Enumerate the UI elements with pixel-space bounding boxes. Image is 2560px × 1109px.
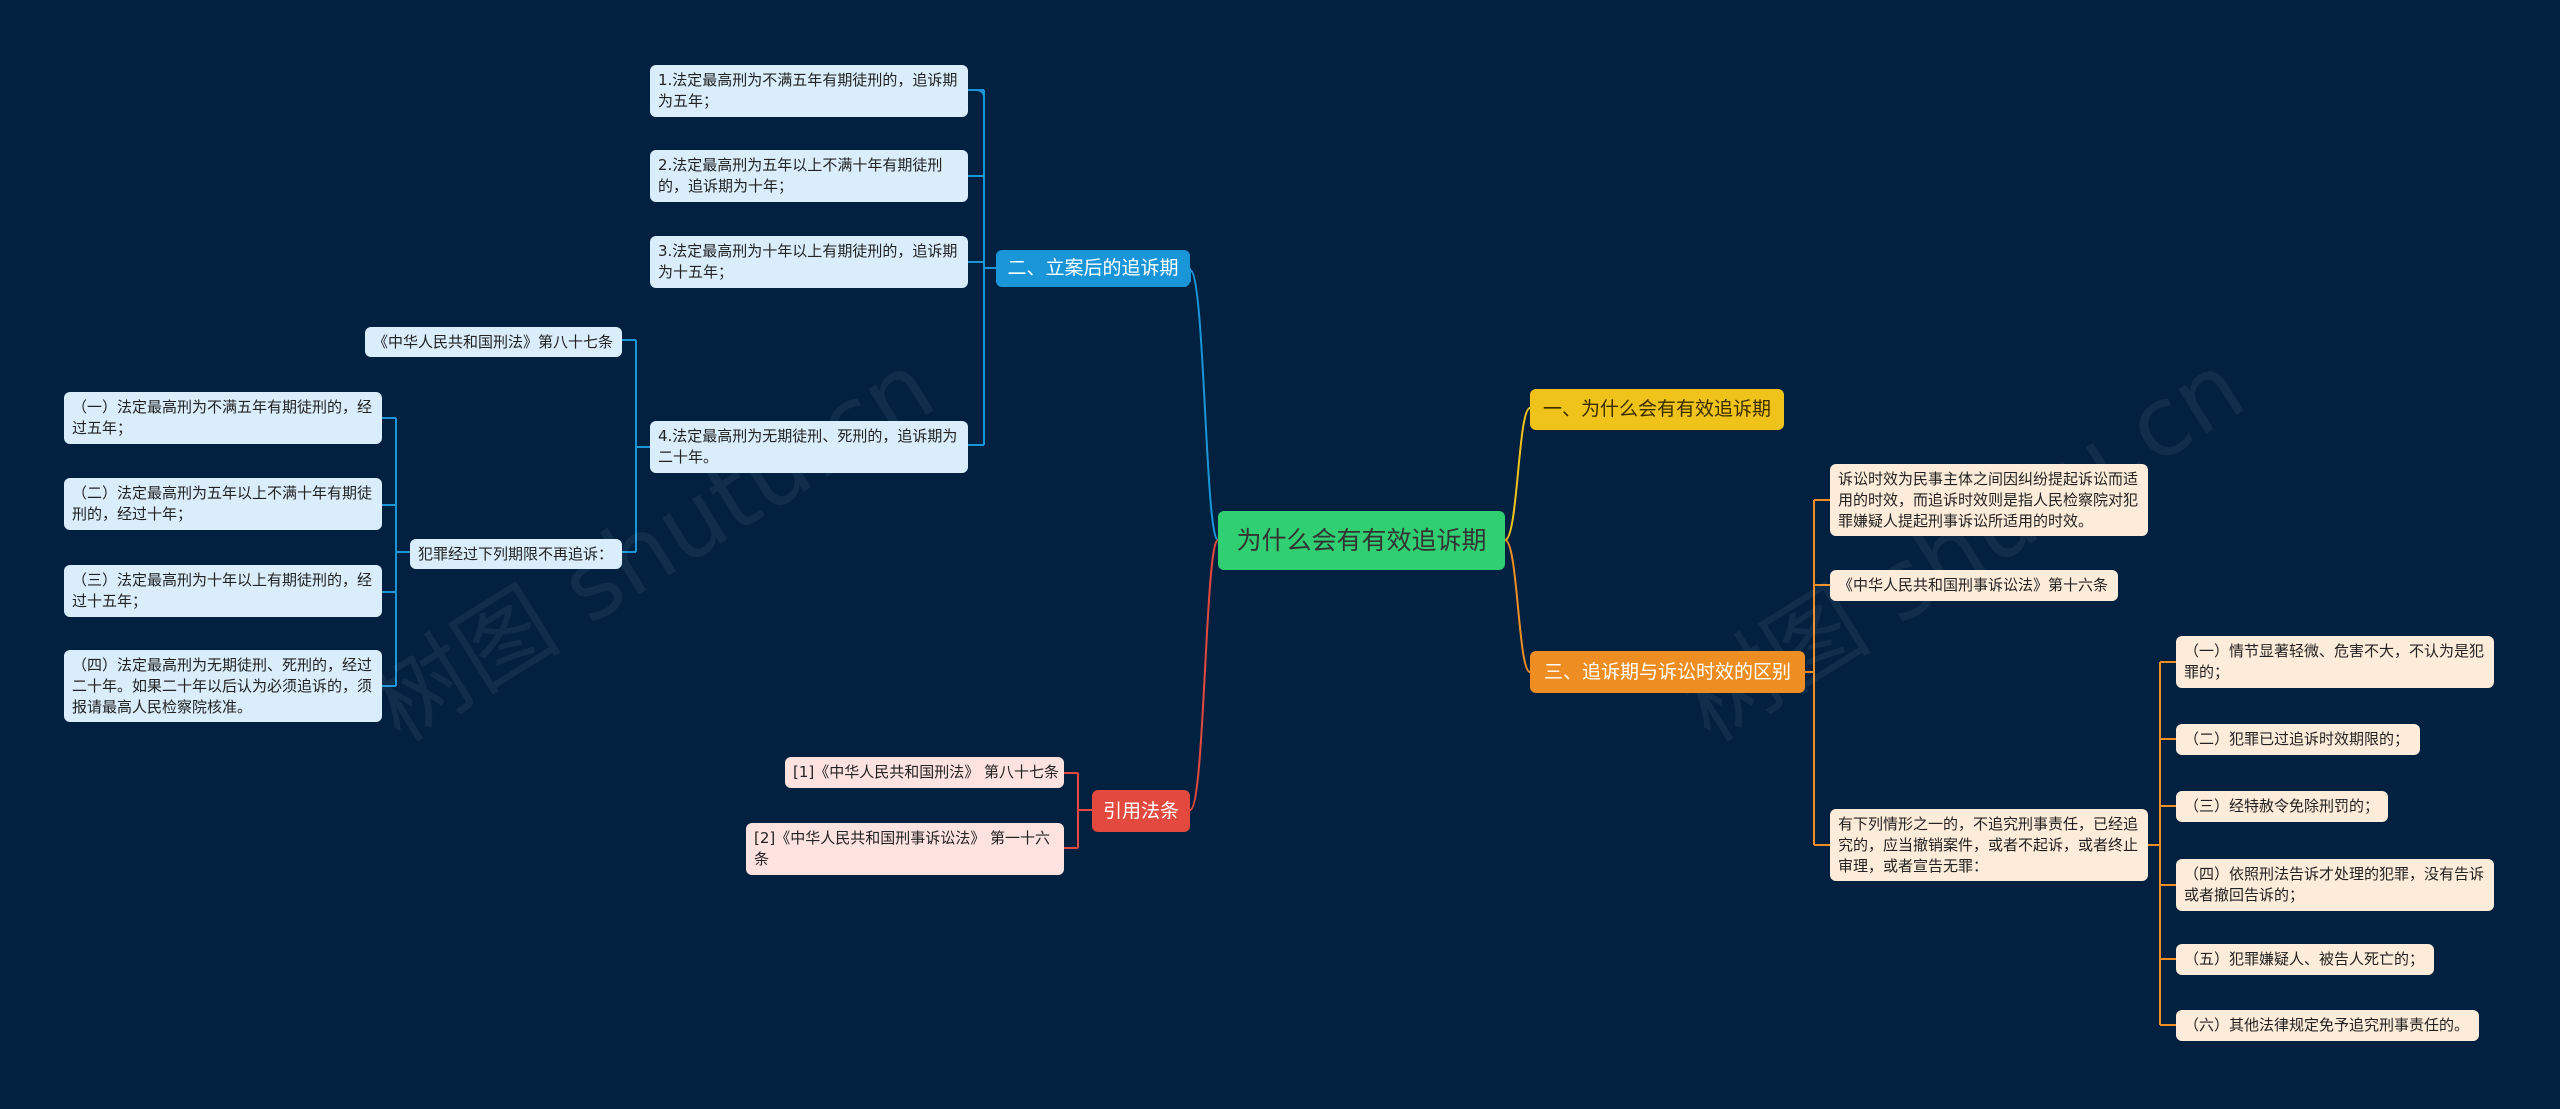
condition-item[interactable]: （五）犯罪嫌疑人、被告人死亡的； [2176, 944, 2434, 975]
condition-item[interactable]: （三）经特赦令免除刑罚的； [2176, 791, 2388, 822]
limit-item[interactable]: （三）法定最高刑为十年以上有期徒刑的，经过十五年； [64, 565, 382, 617]
condition-item[interactable]: （六）其他法律规定免予追究刑事责任的。 [2176, 1010, 2479, 1041]
limit-item[interactable]: （二）法定最高刑为五年以上不满十年有期徒刑的，经过十年； [64, 478, 382, 530]
right-law[interactable]: 《中华人民共和国刑事诉讼法》第十六条 [1830, 570, 2118, 601]
left-item[interactable]: 4.法定最高刑为无期徒刑、死刑的，追诉期为二十年。 [650, 421, 968, 473]
right-condition[interactable]: 有下列情形之一的，不追究刑事责任，已经追究的，应当撤销案件，或者不起诉，或者终止… [1830, 809, 2148, 881]
crime-limit[interactable]: 犯罪经过下列期限不再追诉： [410, 539, 622, 569]
condition-item[interactable]: （二）犯罪已过追诉时效期限的； [2176, 724, 2420, 755]
reference-item[interactable]: [2]《中华人民共和国刑事诉讼法》 第一十六条 [746, 823, 1064, 875]
left-item[interactable]: 1.法定最高刑为不满五年有期徒刑的，追诉期为五年； [650, 65, 968, 117]
branch-after-filing[interactable]: 二、立案后的追诉期 [996, 250, 1190, 287]
branch-difference[interactable]: 三、追诉期与诉讼时效的区别 [1530, 651, 1805, 693]
right-desc[interactable]: 诉讼时效为民事主体之间因纠纷提起诉讼而适用的时效，而追诉时效则是指人民检察院对犯… [1830, 464, 2148, 536]
condition-item[interactable]: （四）依照刑法告诉才处理的犯罪，没有告诉或者撤回告诉的； [2176, 859, 2494, 911]
branch-why[interactable]: 一、为什么会有有效追诉期 [1530, 389, 1784, 430]
left-item[interactable]: 2.法定最高刑为五年以上不满十年有期徒刑的，追诉期为十年； [650, 150, 968, 202]
root-node[interactable]: 为什么会有有效追诉期 [1218, 511, 1505, 570]
condition-item[interactable]: （一）情节显著轻微、危害不大，不认为是犯罪的； [2176, 636, 2494, 688]
limit-item[interactable]: （一）法定最高刑为不满五年有期徒刑的，经过五年； [64, 392, 382, 444]
branch-references[interactable]: 引用法条 [1092, 790, 1190, 832]
reference-item[interactable]: [1]《中华人民共和国刑法》 第八十七条 [785, 757, 1064, 788]
left-item[interactable]: 3.法定最高刑为十年以上有期徒刑的，追诉期为十五年； [650, 236, 968, 288]
limit-item[interactable]: （四）法定最高刑为无期徒刑、死刑的，经过二十年。如果二十年以后认为必须追诉的，须… [64, 650, 382, 722]
law-article-87[interactable]: 《中华人民共和国刑法》第八十七条 [365, 327, 622, 357]
